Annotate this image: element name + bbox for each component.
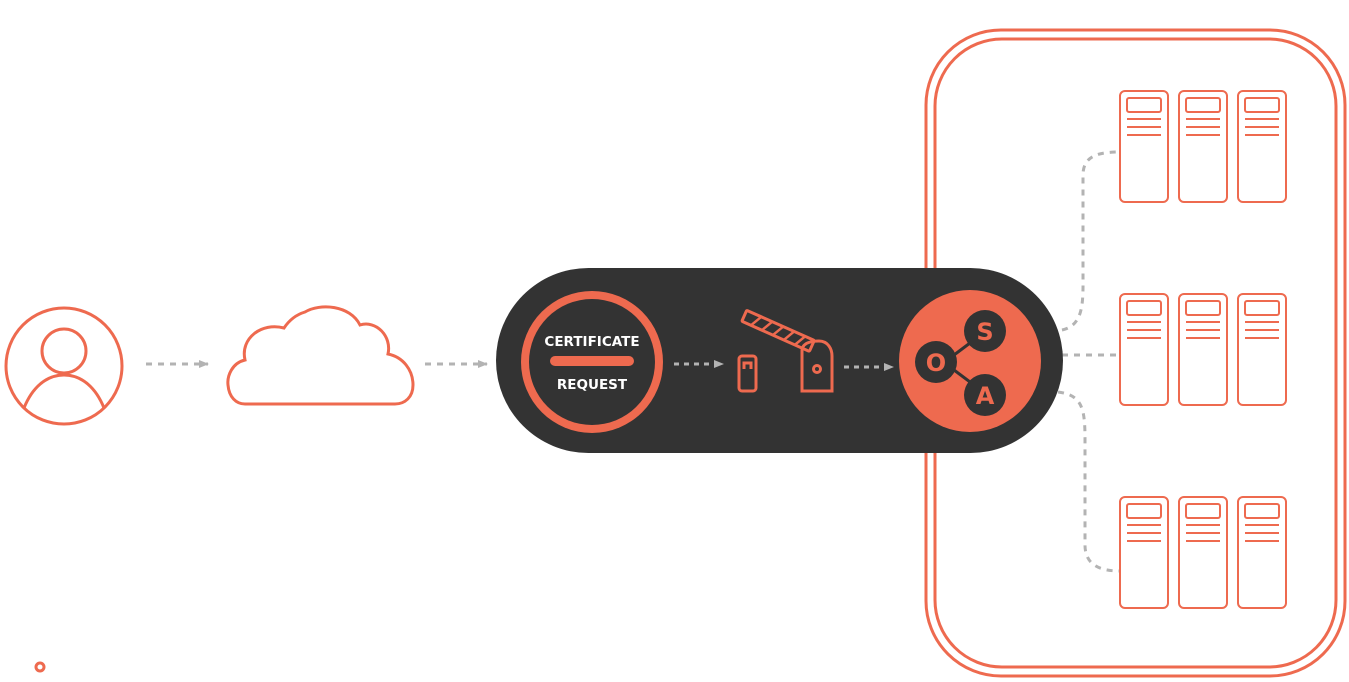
server-rack-icon <box>1119 90 1169 203</box>
soa-node: O S A <box>899 290 1041 432</box>
server-rack-icon <box>1178 496 1228 609</box>
certificate-divider <box>550 356 634 366</box>
datacenter-connectors <box>1057 150 1121 573</box>
request-label: REQUEST <box>557 377 628 393</box>
server-rack-icon <box>1178 90 1228 203</box>
user-icon <box>4 306 124 426</box>
soa-a-letter: A <box>976 382 995 410</box>
server-rack-icon <box>1237 496 1287 609</box>
server-rack-icon <box>1237 293 1287 406</box>
barrier-gate-icon <box>737 309 834 393</box>
decorative-dot <box>34 661 46 673</box>
soa-s-circle <box>964 310 1006 352</box>
server-rack-icon <box>1178 293 1228 406</box>
certificate-request-badge: CERTIFICATE REQUEST <box>521 291 663 433</box>
server-grid <box>1119 90 1287 609</box>
cloud-icon <box>226 305 415 406</box>
server-rack-icon <box>1119 293 1169 406</box>
server-rack-icon <box>1237 90 1287 203</box>
soa-o-letter: O <box>926 349 946 377</box>
soa-o-circle <box>915 341 957 383</box>
soa-a-circle <box>964 374 1006 416</box>
certificate-label: CERTIFICATE <box>544 334 639 350</box>
soa-s-letter: S <box>976 318 993 346</box>
server-rack-icon <box>1119 496 1169 609</box>
